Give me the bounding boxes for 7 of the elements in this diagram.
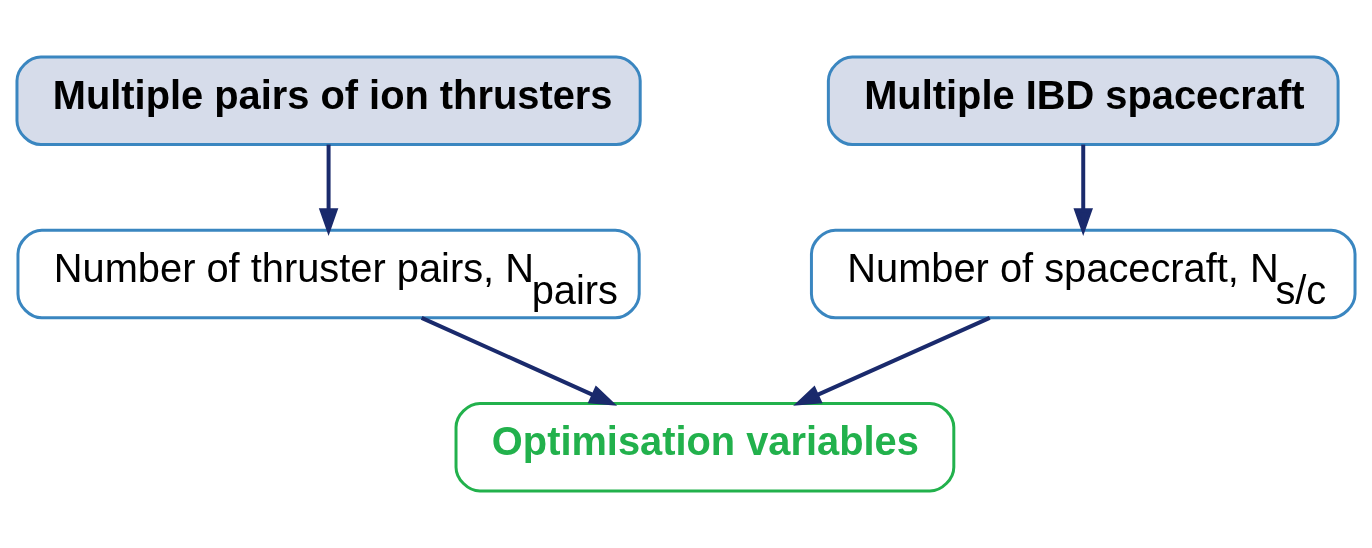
node-box: Optimisation variables — [454, 401, 956, 493]
node-box: Multiple pairs of ion thrusters — [15, 55, 642, 147]
arrow — [420, 316, 618, 406]
arrow — [318, 144, 339, 237]
arrow — [1073, 144, 1093, 237]
arrow — [793, 316, 991, 406]
node-box: Multiple IBD spacecraft — [826, 55, 1340, 147]
